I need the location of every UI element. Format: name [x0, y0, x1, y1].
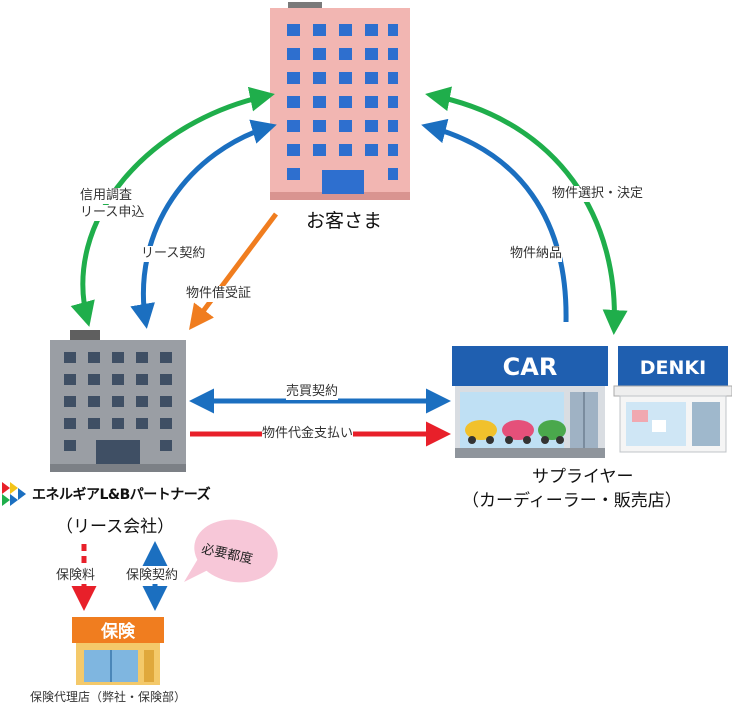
- lease-company-building-icon: [50, 330, 186, 472]
- delivery-arrow: [421, 118, 569, 323]
- customer-building-icon: [270, 2, 410, 200]
- brand-name: エネルギアL&Bパートナーズ: [32, 487, 211, 503]
- lease-contract-arrow: [130, 119, 277, 329]
- selection-arrow: [425, 86, 628, 335]
- denki-sign: DENKI: [640, 357, 706, 379]
- credit-check-label-2: リース申込: [80, 205, 145, 221]
- credit-check-label-1: 信用調査: [80, 188, 133, 204]
- delivery-label: 物件納品: [510, 246, 563, 262]
- insurance-sign: 保険: [100, 621, 136, 642]
- premium-label: 保険料: [56, 568, 96, 584]
- insurance-contract-label: 保険契約: [126, 568, 179, 584]
- supplier-sublabel: （カーディーラー・販売店）: [462, 491, 682, 511]
- car-sign: CAR: [503, 353, 558, 381]
- insurance-agency-label: 保険代理店（弊社・保険部）: [30, 690, 187, 704]
- payment-label: 物件代金支払い: [262, 426, 354, 442]
- lease-company-label: （リース会社）: [56, 517, 175, 537]
- receipt-label: 物件借受証: [186, 286, 252, 302]
- supplier-label: サプライヤー: [532, 467, 634, 487]
- receipt-arrow: [189, 212, 278, 330]
- credit-check-arrow: [70, 86, 275, 327]
- brand-logo-icon: [2, 482, 26, 506]
- car-dealer-shop-icon: CAR: [452, 346, 608, 458]
- lease-contract-label: リース契約: [141, 246, 206, 262]
- insurance-agency-icon: 保険: [72, 617, 164, 685]
- sales-contract-label: 売買契約: [286, 384, 339, 400]
- customer-label: お客さま: [306, 210, 383, 232]
- as-needed-callout: [184, 519, 278, 583]
- selection-label: 物件選択・決定: [552, 186, 644, 202]
- electronics-shop-icon: DENKI: [613, 346, 732, 453]
